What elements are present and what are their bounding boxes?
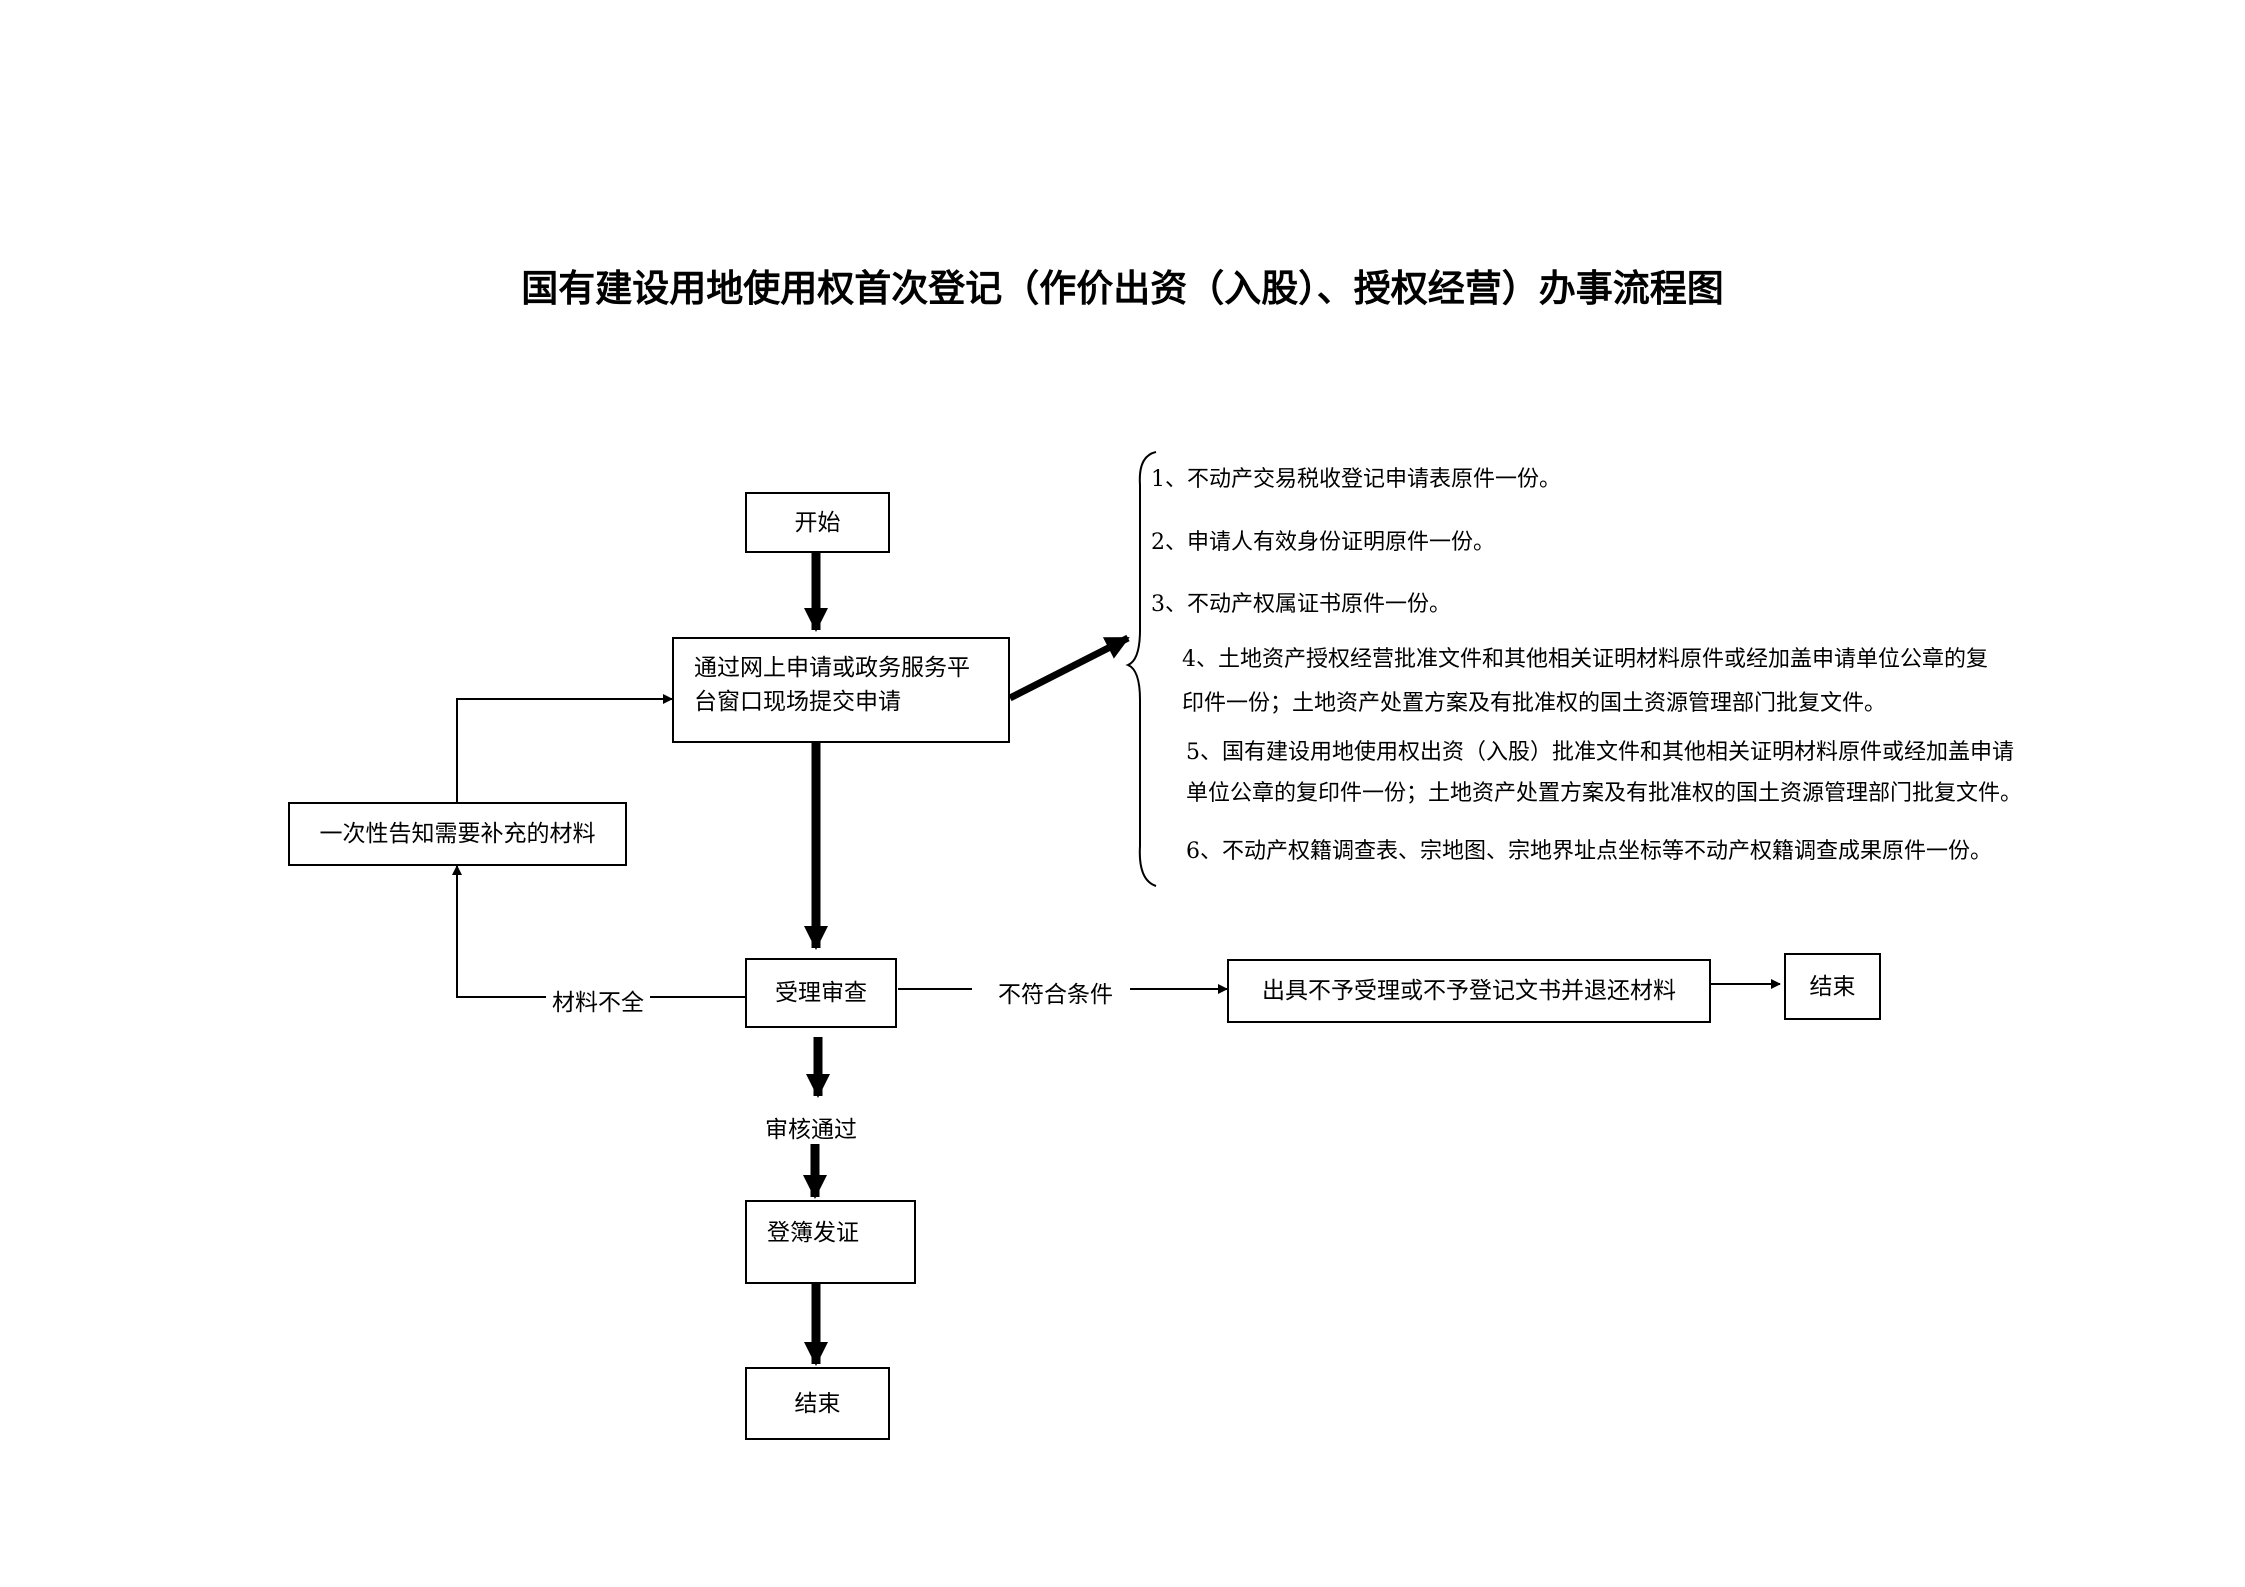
submit-application-node: 通过网上申请或政务服务平 台窗口现场提交申请 [672,637,1010,743]
requirement-5-line1: 5、国有建设用地使用权出资（入股）批准文件和其他相关证明材料原件或经加盖申请 [1186,740,2014,765]
edge-label-approved: 审核通过 [765,1110,857,1144]
reject-node: 出具不予受理或不予登记文书并退还材料 [1227,959,1711,1023]
requirement-5-line2: 单位公章的复印件一份；土地资产处置方案及有批准权的国土资源管理部门批复文件。 [1186,781,2023,806]
register-certificate-node: 登簿发证 [745,1200,916,1284]
reject-label: 出具不予受理或不予登记文书并退还材料 [1262,978,1676,1004]
register-label: 登簿发证 [767,1220,859,1246]
edge-label-not-qualified: 不符合条件 [998,975,1113,1009]
end-right-label: 结束 [1809,973,1856,1000]
notify-label: 一次性告知需要补充的材料 [319,821,596,847]
loop-incomplete-to-notify [452,865,745,998]
submit-label-line2: 台窗口现场提交申请 [694,689,901,715]
requirement-3: 3、不动产权属证书原件一份。 [1151,592,1451,617]
requirement-4-line2: 印件一份；土地资产处置方案及有批准权的国土资源管理部门批复文件。 [1182,691,1887,716]
review-node: 受理审查 [745,958,897,1028]
end-node-right: 结束 [1784,953,1881,1020]
requirement-2: 2、申请人有效身份证明原件一份。 [1151,530,1495,555]
requirement-4-line1: 4、土地资产授权经营批准文件和其他相关证明材料原件或经加盖申请单位公章的复 [1182,647,1988,672]
start-node: 开始 [745,492,890,553]
page-title: 国有建设用地使用权首次登记（作价出资（入股）、授权经营）办事流程图 [521,267,1724,310]
review-label: 受理审查 [775,980,867,1006]
notify-supplement-node: 一次性告知需要补充的材料 [288,802,627,866]
start-label: 开始 [794,509,841,536]
requirements-brace [1125,451,1157,887]
edge-label-incomplete: 材料不全 [546,983,650,1017]
end-node-bottom: 结束 [745,1367,890,1440]
submit-label-line1: 通过网上申请或政务服务平 [694,655,970,681]
requirement-6: 6、不动产权籍调查表、宗地图、宗地界址点坐标等不动产权籍调查成果原件一份。 [1186,839,1992,864]
requirement-1: 1、不动产交易税收登记申请表原件一份。 [1151,467,1561,492]
arrow-submit-to-requirements [1008,634,1130,702]
loop-notify-to-submit [456,694,673,802]
end-bottom-label: 结束 [794,1390,841,1417]
